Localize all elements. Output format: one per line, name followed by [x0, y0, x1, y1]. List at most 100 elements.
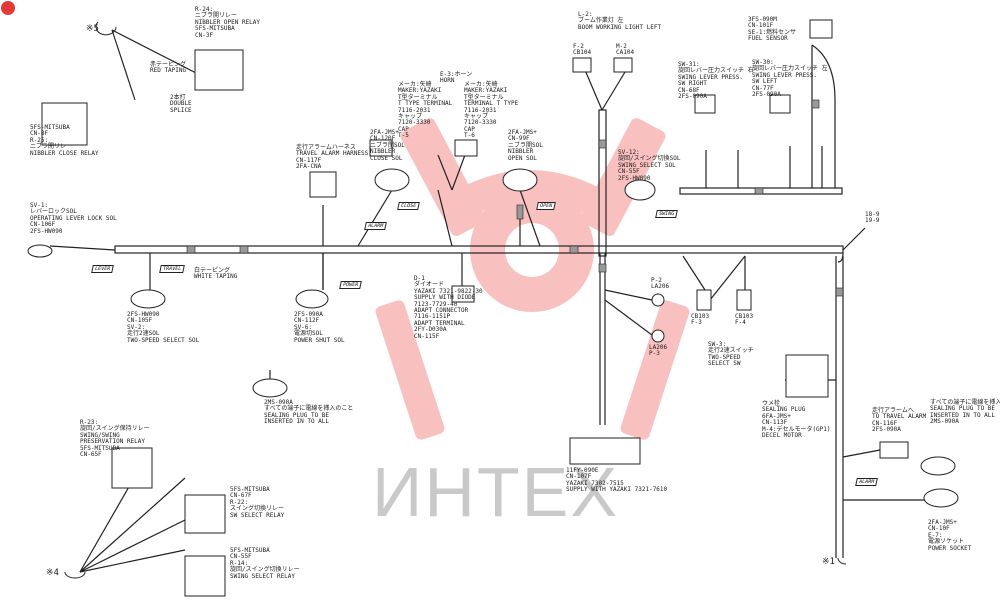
note-line: 赤テーピング	[150, 61, 187, 68]
label-line: SEALING PLUG	[762, 406, 806, 414]
label-line: CN-113F	[762, 419, 788, 427]
label-line: SW-31:	[678, 61, 700, 68]
r14-connector	[184, 555, 226, 597]
label-line: 2FA-CNA	[296, 163, 322, 171]
label-line: 19-9	[865, 217, 880, 225]
label-line: LA206	[649, 344, 668, 351]
label-line: HORN	[440, 77, 455, 85]
t5-connector	[369, 139, 393, 157]
label-line: E-7:	[928, 531, 943, 539]
watermark-text: ИНТЕХ	[372, 453, 620, 531]
label-line: FUEL SENSOR	[748, 35, 788, 43]
label-line: POWER SOCKET	[928, 544, 972, 552]
label-line: CN-10F	[928, 525, 950, 533]
label-line: 7116-2031	[398, 106, 431, 114]
label-line: CAP	[464, 125, 475, 133]
label-line: 2FS-HW090	[127, 311, 160, 318]
label-line: 6FA-JMS+	[762, 412, 791, 420]
note-line: 2本打	[170, 94, 186, 101]
label-line: MAKER:YAZAKI	[398, 87, 442, 95]
label-line: メーカ:矢崎	[464, 81, 498, 88]
label-line: 2FS-HW090	[618, 174, 651, 182]
label-line: P-2	[651, 277, 662, 284]
cn2ms-connector	[252, 378, 288, 398]
label-line: SEALING PLUG TO BE	[264, 411, 330, 419]
label-line: TO TRAVEL ALARM	[872, 413, 927, 421]
label-line: OPEN SOL	[508, 154, 537, 162]
label-line: SUPPLY WITH YAZAKI 7321-7610	[566, 486, 668, 494]
r24-connector	[194, 49, 244, 91]
label-line: NIBBLER OPEN RELAY	[195, 18, 261, 26]
t6-connector	[454, 139, 478, 157]
label-line: CN-112F	[294, 317, 320, 325]
label-line: PRESERVATION RELAY	[80, 438, 146, 446]
connector-shapes	[27, 19, 959, 597]
label-line: 走行2速SOL	[127, 330, 160, 338]
label-line: SW SELECT RELAY	[230, 511, 285, 519]
label-line: T-6	[464, 132, 475, 140]
note-line: DOUBLE	[170, 100, 192, 108]
label-line: CN-101F	[748, 22, 774, 30]
label-line: 2FS-090A	[294, 311, 323, 318]
label-line: 旋回レバー圧力スイッチ 左	[752, 65, 828, 73]
label-line: 7120-3330	[398, 119, 431, 127]
ref-5: ※5	[86, 24, 99, 34]
label-line: NIBBLER	[508, 148, 534, 156]
cn116-connector	[879, 441, 909, 459]
label-line: ウメ栓	[762, 400, 781, 407]
label-line: T TYPE TERMINAL	[398, 100, 453, 108]
label-line: CN-8F	[30, 130, 49, 138]
label-line: SWING/SWING	[80, 431, 120, 439]
brand-logo	[0, 0, 16, 16]
note-line: 白テーピング	[194, 267, 231, 274]
label-line: SELECT SW	[708, 360, 741, 368]
label-line: R-23:	[80, 419, 99, 426]
tag-lever: LEVER	[91, 265, 114, 273]
label-line: キャップ	[398, 113, 423, 121]
label-line: POWER SHUT SOL	[294, 336, 345, 344]
label-line: 2FS-090A	[752, 91, 781, 99]
label-line: 電源切SOL	[294, 330, 323, 338]
label-line: 18-9	[865, 211, 880, 218]
label-line: CN-99F	[508, 135, 530, 143]
label-line: 走行アラームハーネス	[296, 144, 356, 151]
label-line: ブーム作業灯 左	[578, 17, 624, 25]
tag-swing: SWING	[655, 210, 678, 218]
label-line: 2FS-HW090	[30, 227, 63, 235]
label-line: 旋回/スイング保持リレー	[80, 425, 150, 433]
label-line: CN-105F	[127, 317, 153, 325]
label-line: CN-65F	[80, 451, 102, 459]
label-line: 旋回/スイング切換SOL	[618, 155, 681, 163]
label-line: F-2	[573, 43, 584, 50]
sw31-connector	[694, 94, 716, 114]
r25-connector	[41, 102, 88, 146]
sv12-connector	[624, 179, 656, 201]
label-line: F-4	[735, 319, 746, 327]
label-line: 2FA-JMS+	[370, 129, 399, 136]
label-line: CN-55F	[618, 168, 640, 176]
tag-open: OPEN	[536, 202, 556, 210]
label-line: 5FS-MITSUBA	[195, 25, 235, 33]
sw30-connector	[769, 94, 791, 114]
sv2-connector	[130, 289, 166, 309]
label-line: NIBBLER CLOSE RELAY	[30, 149, 99, 157]
label-line: YAZAKI 7302-7515	[566, 479, 624, 487]
label-line: SW LEFT	[752, 78, 778, 86]
